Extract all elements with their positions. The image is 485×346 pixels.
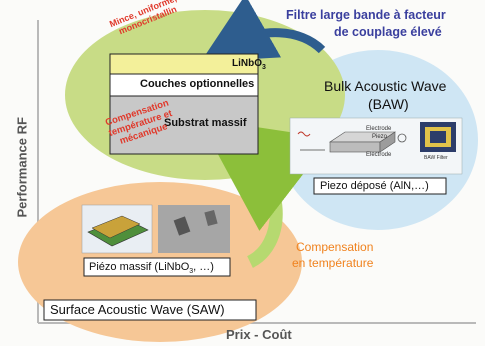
piezo-depose-label: Piezo déposé (AlN,…) (320, 180, 429, 192)
bottom-note-line1: Compensation (296, 240, 374, 254)
top-note-line2: de couplage élevé (334, 25, 442, 39)
y-axis-label: Performance RF (14, 117, 30, 218)
piezo-massif-label: Piézo massif (LiNbO3, …) (89, 261, 214, 276)
layer-linbo3-label: LiNbO3 (232, 58, 266, 71)
baw-diagram-label-2: Piezo (372, 134, 388, 140)
layer-substrate-label: Substrat massif (164, 117, 247, 129)
baw-diagram-label-3: Electrode (366, 152, 392, 158)
baw-chip-label: BAW Filter (424, 155, 448, 161)
top-note-line1: Filtre large bande à facteur (286, 8, 446, 22)
x-axis-label: Prix - Coût (226, 327, 292, 342)
saw-title: Surface Acoustic Wave (SAW) (50, 302, 225, 317)
saw-image-micro (158, 205, 230, 253)
piezo-massif-box (83, 257, 231, 277)
bottom-note-line2: en température (292, 256, 374, 270)
layer-substrate (109, 95, 259, 155)
piezo-depose-box (313, 177, 447, 195)
baw-title-line2: (BAW) (368, 96, 409, 112)
saw-title-box (43, 299, 257, 321)
arrow-green (198, 118, 331, 268)
baw-title-line1: Bulk Acoustic Wave (324, 78, 447, 94)
baw-diagram-label-1: Electrode (366, 126, 392, 132)
arrow-blue (200, 0, 326, 62)
layer-optional-label: Couches optionnelles (140, 78, 255, 90)
